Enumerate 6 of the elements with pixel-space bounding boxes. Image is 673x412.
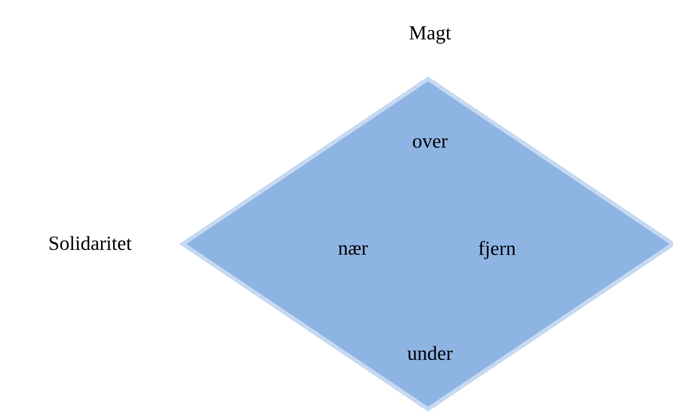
diamond-text: over <box>413 138 448 148</box>
diamond-text: fjern <box>478 240 516 260</box>
diamond-text: nær <box>338 245 368 255</box>
diamond-text: under <box>408 346 453 360</box>
axis-label: Magt <box>409 26 451 44</box>
axis-label: Solidaritet <box>50 236 132 250</box>
